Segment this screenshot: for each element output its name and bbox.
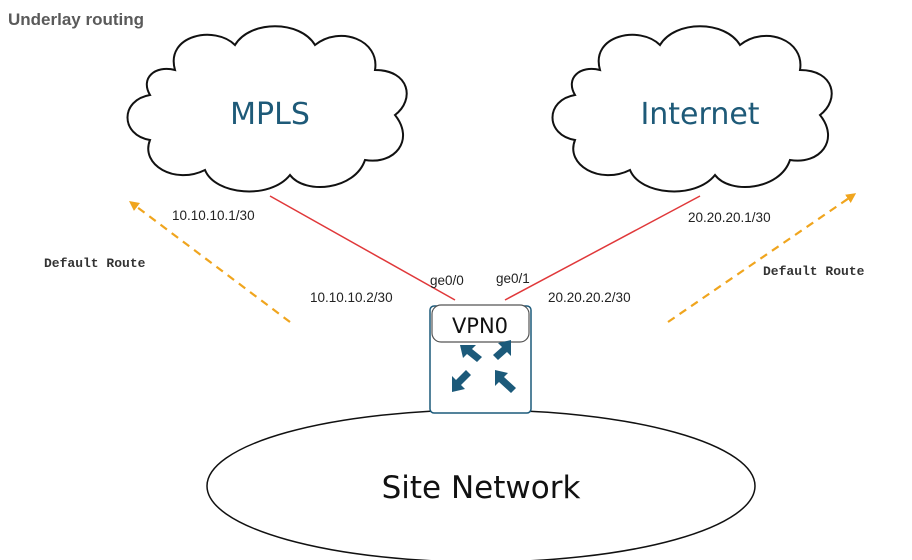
mpls-link — [269, 195, 456, 301]
default-route-arrow-right — [667, 193, 857, 323]
mpls-cloud: MPLS — [126, 25, 408, 193]
internet-cloud-shape — [551, 25, 833, 193]
internet-label: Internet — [640, 97, 759, 132]
router-icon — [452, 340, 516, 393]
mpls-cloud-shape — [126, 25, 408, 193]
site-network-label: Site Network — [382, 470, 581, 506]
router-device: VPN0 — [429, 304, 532, 414]
default-route-label-right: Default Route — [763, 264, 865, 279]
interface-ge00: ge0/0 — [430, 273, 464, 288]
mpls-local-ip: 10.10.10.2/30 — [310, 290, 393, 305]
mpls-label: MPLS — [230, 97, 310, 132]
default-route-arrow-left — [129, 200, 291, 323]
internet-link — [504, 195, 701, 301]
internet-remote-ip: 20.20.20.1/30 — [688, 210, 771, 225]
default-route-label-left: Default Route — [44, 256, 146, 271]
internet-cloud: Internet — [551, 25, 833, 193]
page-title: Underlay routing — [8, 10, 145, 29]
vpn0-tag — [431, 304, 530, 343]
interface-ge01: ge0/1 — [496, 271, 530, 286]
mpls-remote-ip: 10.10.10.1/30 — [172, 208, 255, 223]
vpn0-label: VPN0 — [452, 314, 508, 338]
internet-local-ip: 20.20.20.2/30 — [548, 290, 631, 305]
